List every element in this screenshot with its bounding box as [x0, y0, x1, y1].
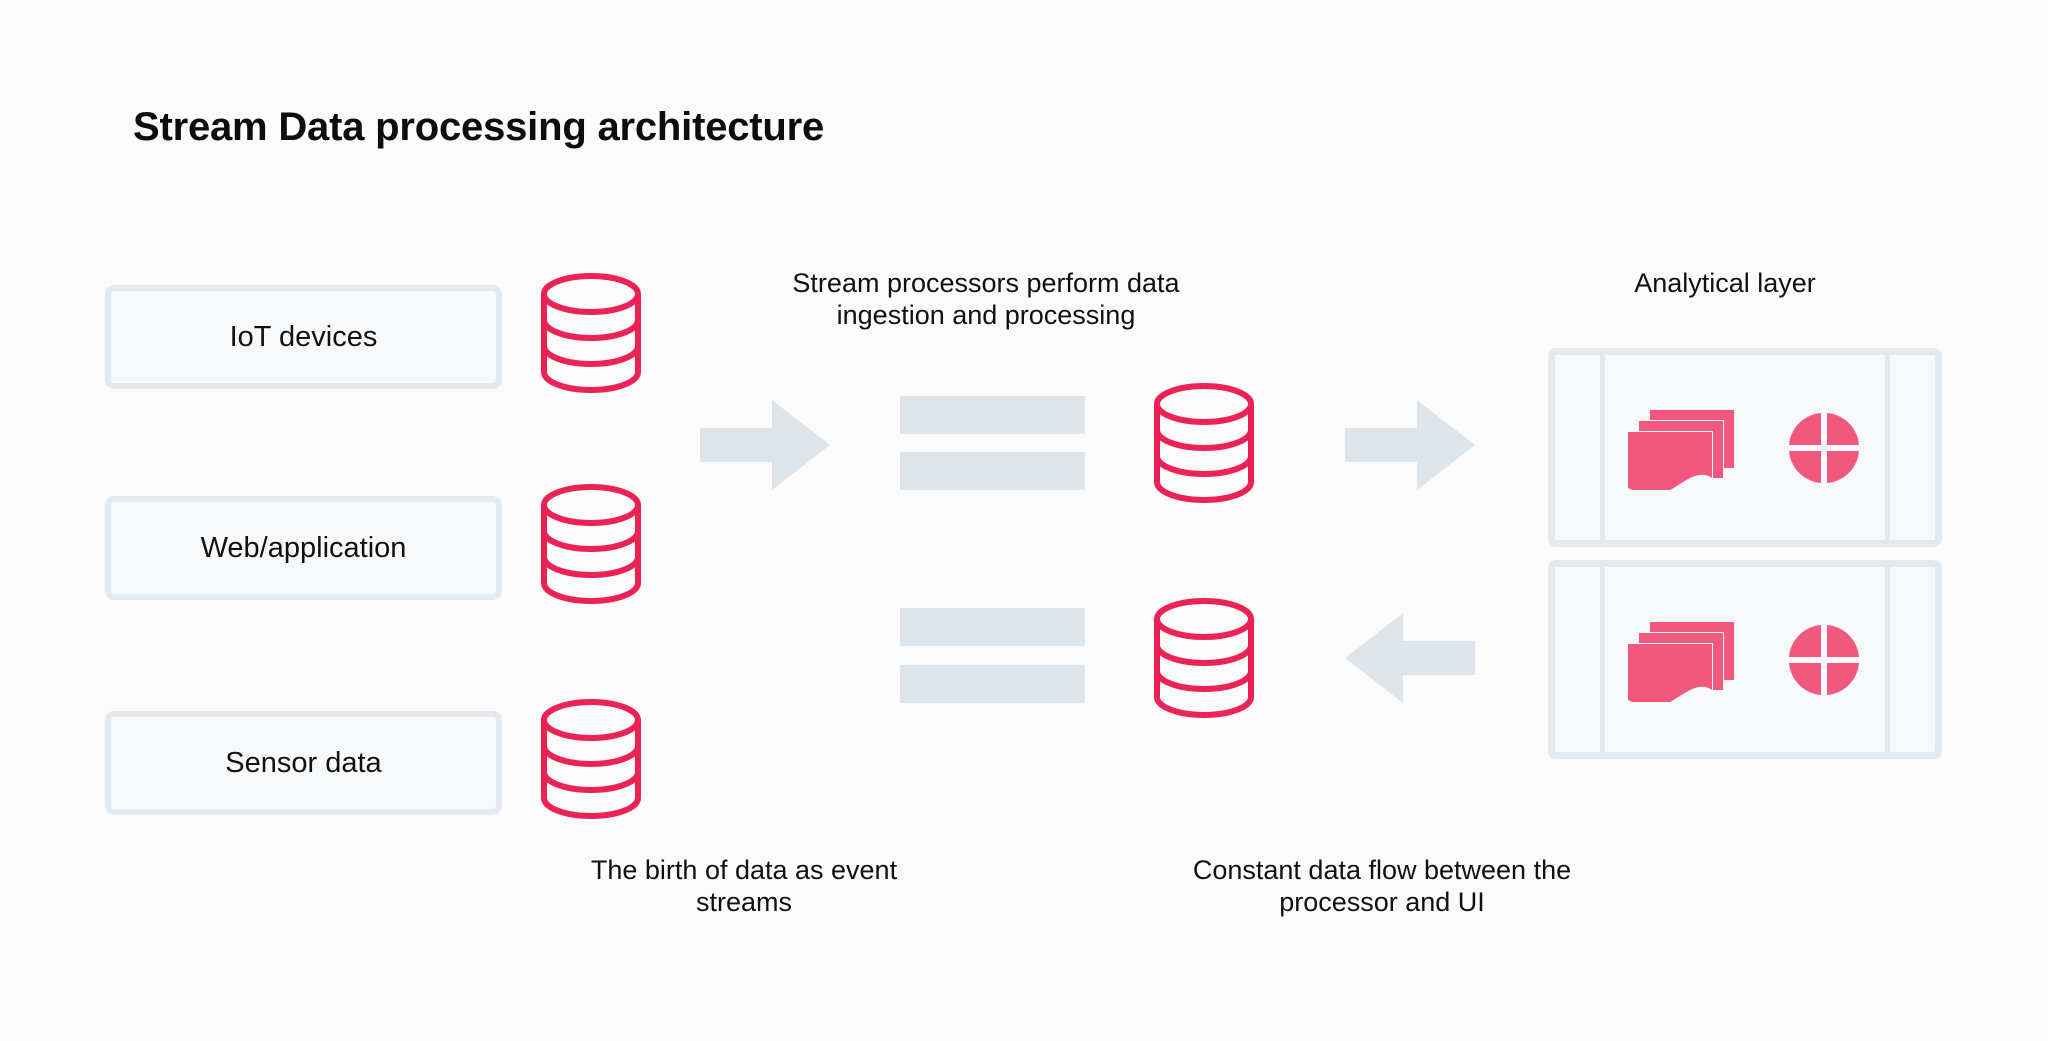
- panel-rail-right: [1885, 567, 1890, 752]
- pie-chart-icon: [1786, 410, 1862, 486]
- panel-rail-left: [1600, 355, 1605, 540]
- stream-processor-caption: Stream processors perform data ingestion…: [792, 268, 1180, 330]
- database-cylinder-icon: [1148, 382, 1260, 504]
- analytical-layer-caption: Analytical layer: [1634, 268, 1816, 298]
- processor-bar: [900, 452, 1085, 490]
- source-box-iot-devices[interactable]: IoT devices: [105, 285, 502, 389]
- source-box-label: IoT devices: [229, 320, 378, 353]
- stacked-cards-icon: [1628, 406, 1734, 490]
- source-box-label: Sensor data: [225, 746, 382, 779]
- database-cylinder-icon: [535, 483, 647, 605]
- processor-bar: [900, 396, 1085, 434]
- stacked-cards-icon: [1628, 618, 1734, 702]
- page-title: Stream Data processing architecture: [133, 105, 825, 149]
- database-cylinder-icon: [1148, 597, 1260, 719]
- panel-icon-group: [1555, 355, 1935, 540]
- arrow-from-analytics-left-icon: [1345, 613, 1475, 703]
- pie-chart-icon: [1786, 622, 1862, 698]
- source-box-label: Web/application: [200, 531, 407, 564]
- birth-of-data-caption: The birth of data as event streams: [590, 855, 898, 917]
- analytical-panel[interactable]: [1548, 348, 1942, 547]
- processor-bar: [900, 608, 1085, 646]
- constant-flow-caption: Constant data flow between the processor…: [1192, 855, 1572, 917]
- panel-rail-left: [1600, 567, 1605, 752]
- arrow-ingest-right-icon: [700, 400, 830, 490]
- source-box-sensor-data[interactable]: Sensor data: [105, 711, 502, 815]
- database-cylinder-icon: [535, 698, 647, 820]
- processor-bar: [900, 665, 1085, 703]
- arrow-to-analytics-right-icon: [1345, 400, 1475, 490]
- analytical-panel[interactable]: [1548, 560, 1942, 759]
- source-box-web-application[interactable]: Web/application: [105, 496, 502, 600]
- panel-icon-group: [1555, 567, 1935, 752]
- database-cylinder-icon: [535, 272, 647, 394]
- panel-rail-right: [1885, 355, 1890, 540]
